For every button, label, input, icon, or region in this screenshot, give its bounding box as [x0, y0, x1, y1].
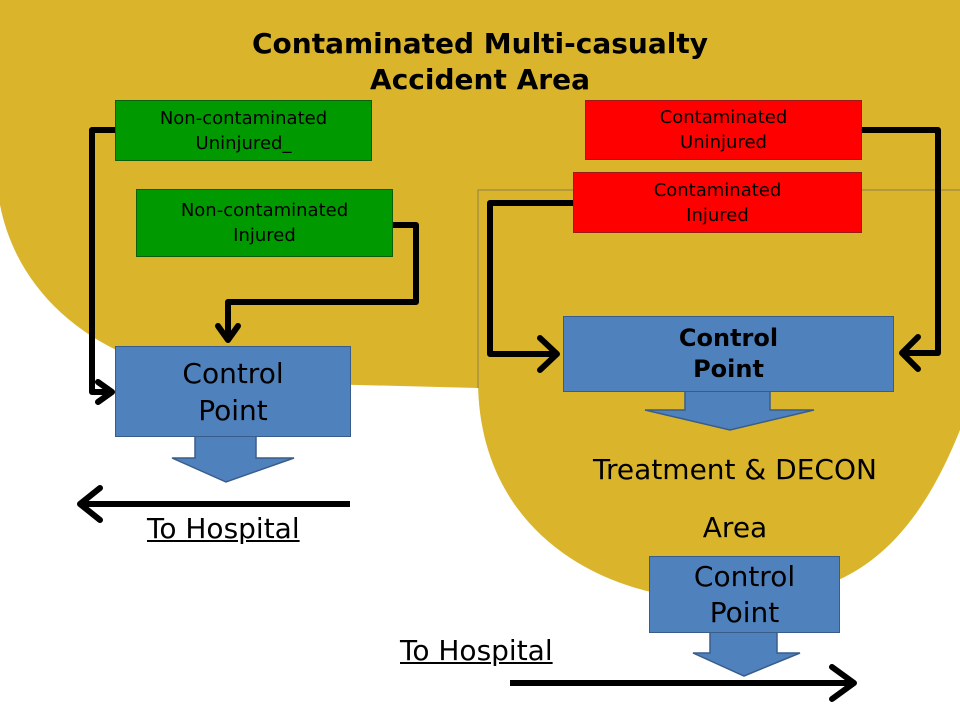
to-hospital-label-left: To Hospital	[147, 512, 300, 545]
non-contaminated-uninjured-box: Non-contaminated Uninjured_	[115, 100, 372, 161]
control-point-right: Control Point	[563, 316, 894, 392]
accident-area-shape	[0, 0, 960, 388]
flow-line-contaminated-uninjured	[862, 127, 941, 356]
to-hospital-arrow-left-head	[77, 485, 103, 523]
to-hospital-arrow-bottom-head	[829, 664, 857, 702]
arrowhead-right-control-point	[537, 335, 560, 373]
to-hospital-label-bottom: To Hospital	[400, 634, 553, 667]
control-point-bottom: Control Point	[649, 556, 840, 633]
arrowhead-left-control-point	[95, 379, 115, 405]
non-contaminated-injured-box: Non-contaminated Injured	[136, 189, 393, 257]
contaminated-uninjured-box: Contaminated Uninjured	[585, 100, 862, 160]
exit-arrow-bottom-control-point	[692, 631, 801, 677]
arrowhead-down-control-point	[215, 323, 241, 343]
contaminated-injured-box: Contaminated Injured	[573, 172, 862, 233]
diagram-title: Contaminated Multi-casualty Accident Are…	[252, 27, 708, 96]
exit-arrow-right-control-point	[644, 390, 815, 431]
arrowhead-left-right-control-point	[899, 334, 921, 372]
control-point-left: Control Point	[115, 346, 351, 437]
flow-line-non-contaminated-injured	[225, 222, 419, 338]
flow-line-contaminated-injured	[487, 200, 574, 357]
exit-arrow-left-control-point	[171, 435, 295, 483]
treatment-area-label: Treatment & DECON	[593, 453, 877, 486]
flow-line-non-contaminated-uninjured	[89, 127, 116, 395]
treatment-area-label-line2: Area	[702, 511, 768, 544]
